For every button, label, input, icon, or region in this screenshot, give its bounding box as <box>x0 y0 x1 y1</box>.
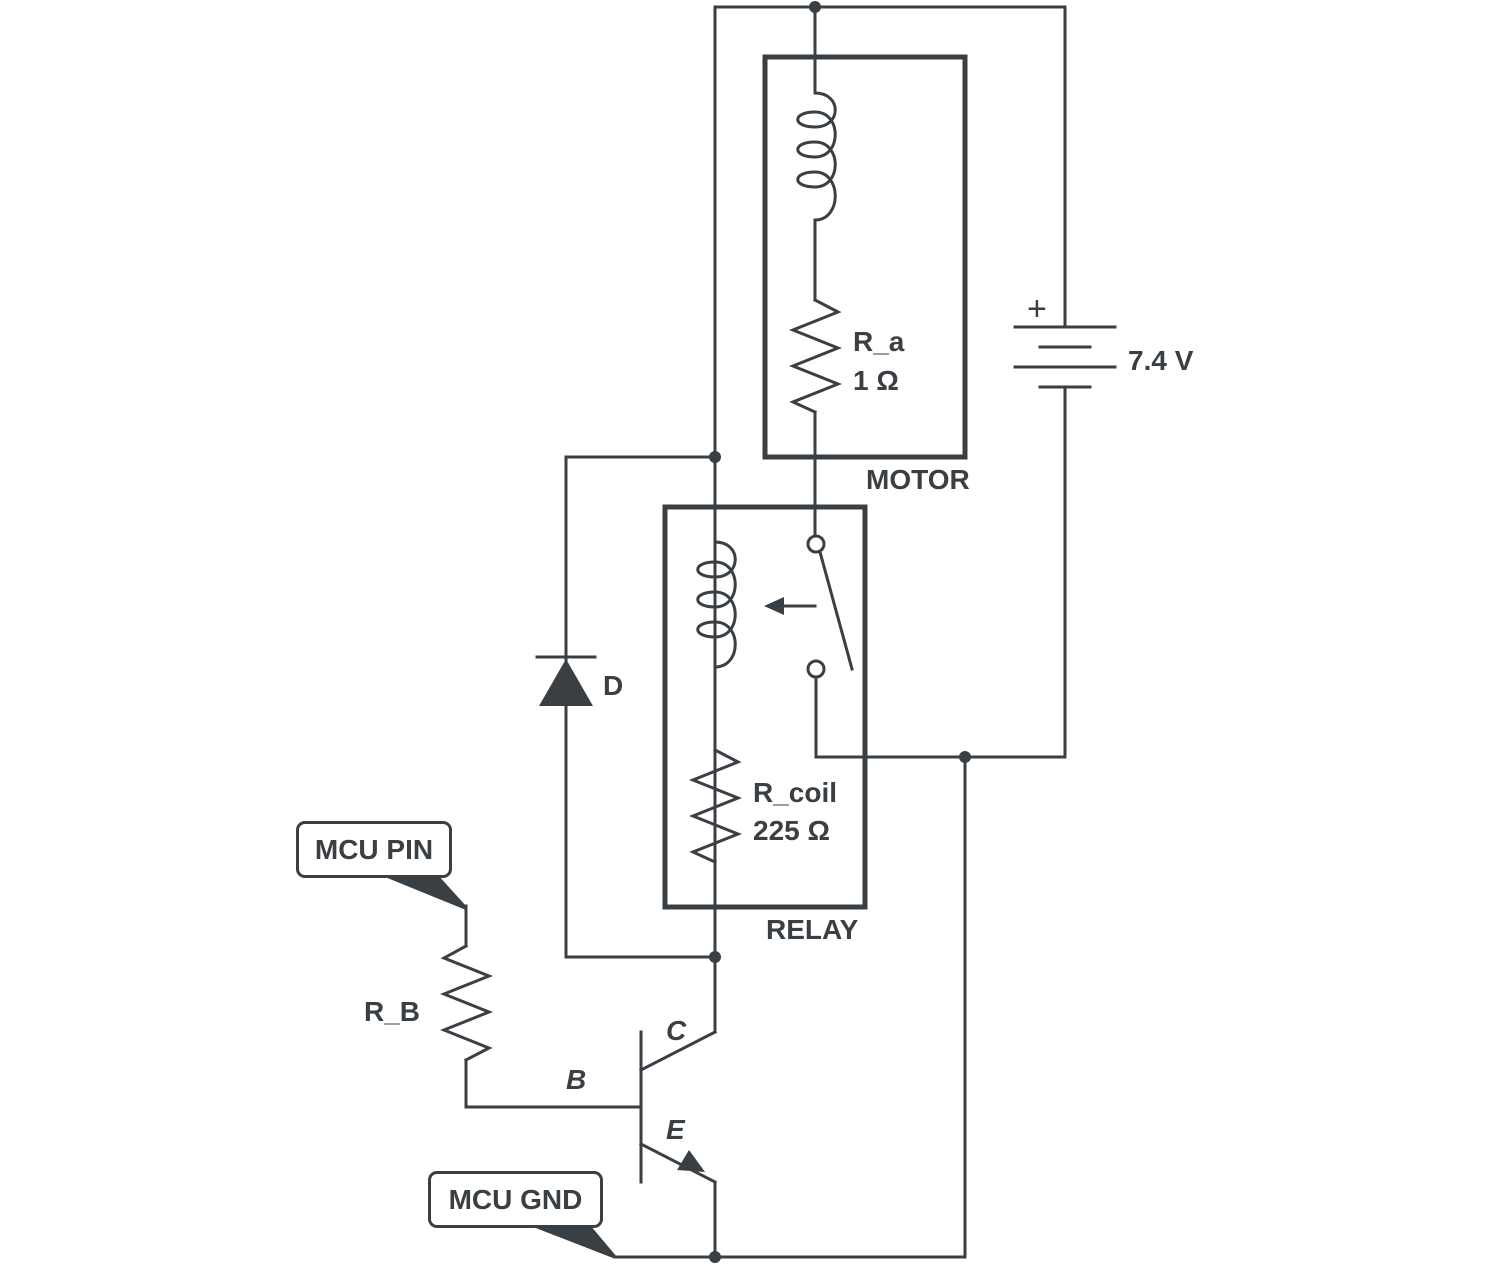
battery-plus-label: + <box>1027 290 1047 328</box>
switch-contact-top <box>806 534 826 554</box>
emitter-label: E <box>666 1114 686 1145</box>
ra-resistor <box>788 297 843 414</box>
relay-label: RELAY <box>766 914 859 945</box>
switch-arrow-head <box>764 597 784 615</box>
mcu-pin-pointer <box>380 875 466 910</box>
relay-box <box>662 504 868 910</box>
ra-name-label: R_a <box>853 326 905 357</box>
rcoil-name-label: R_coil <box>753 777 837 808</box>
junction-dot <box>959 751 971 763</box>
mcu-gnd-pointer <box>528 1225 617 1258</box>
switch-blade <box>818 550 854 671</box>
wire-switch-to-battery <box>814 385 1067 759</box>
diode-triangle <box>539 659 593 706</box>
motor-inductor-coil <box>796 91 837 222</box>
emitter-arrow <box>677 1150 705 1172</box>
wire-base <box>464 1058 643 1109</box>
base-label: B <box>566 1064 586 1095</box>
ra-value-label: 1 Ω <box>853 365 899 396</box>
motor-box <box>762 54 968 460</box>
battery-voltage-label: 7.4 V <box>1128 345 1194 376</box>
wire-diode-branch <box>564 455 717 959</box>
switch-contact-bottom <box>806 659 826 679</box>
junction-dot <box>709 951 721 963</box>
transistor-collector-leg <box>638 1029 718 1073</box>
wire-ground <box>613 755 967 1259</box>
rcoil-value-label: 225 Ω <box>753 815 830 846</box>
rcoil-resistor <box>688 747 743 864</box>
relay-inductor-coil <box>696 540 737 669</box>
rb-name-label: R_B <box>364 996 420 1027</box>
junction-dot <box>809 1 821 13</box>
wire-top-loop <box>713 5 1067 959</box>
collector-label: C <box>666 1015 687 1046</box>
rb-resistor <box>439 943 494 1063</box>
junction-dot <box>709 451 721 463</box>
junction-dot <box>709 1251 721 1263</box>
diode-label: D <box>603 670 623 701</box>
mcu-pin-tag: MCU PIN <box>296 821 452 878</box>
motor-label: MOTOR <box>866 464 970 495</box>
transistor-emitter-leg <box>638 1141 718 1185</box>
mcu-gnd-tag: MCU GND <box>428 1171 603 1228</box>
